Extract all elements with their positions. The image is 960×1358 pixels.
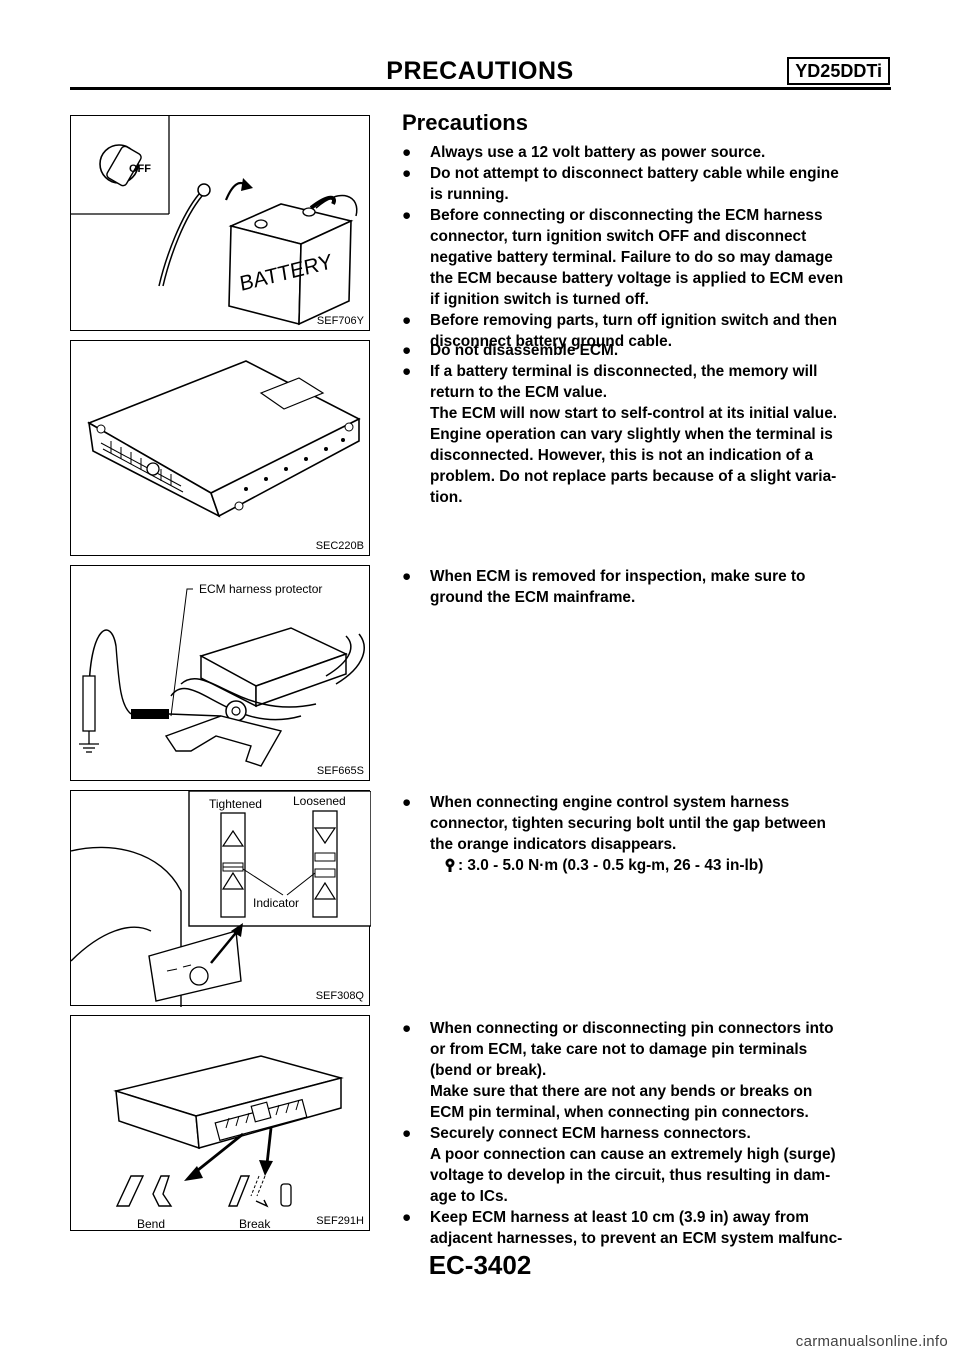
- bullet-item: ●Securely connect ECM harness connectors…: [402, 1125, 836, 1205]
- svg-text:OFF: OFF: [129, 163, 151, 175]
- watermark: carmanualsonline.info: [795, 1333, 948, 1350]
- bullet-item: ●Keep ECM harness at least 10 cm (3.9 in…: [402, 1209, 843, 1247]
- bullet-icon: ●: [402, 207, 412, 224]
- bullet-item: ●When ECM is removed for inspection, mak…: [402, 568, 806, 606]
- bullet-item: ●Always use a 12 volt battery as power s…: [402, 144, 766, 161]
- svg-text:ECM harness protector: ECM harness protector: [199, 582, 322, 596]
- bullet-icon: ●: [402, 312, 412, 329]
- bullet-item: ●Do not attempt to disconnect battery ca…: [402, 165, 839, 203]
- bullet-item: ●If a battery terminal is disconnected, …: [402, 363, 838, 506]
- bullet-icon: ●: [402, 1125, 412, 1142]
- svg-text:Bend: Bend: [137, 1217, 165, 1231]
- bullet-item: ●Do not disassemble ECM.: [402, 342, 619, 359]
- bullet-item: ●When connecting or disconnecting pin co…: [402, 1020, 834, 1121]
- figure-pin-terminals: Bend Break SEF291H: [70, 1015, 370, 1231]
- svg-text:Indicator: Indicator: [253, 896, 299, 910]
- bullet-icon: ●: [402, 1020, 412, 1037]
- header-rule: [70, 87, 891, 90]
- torque-wrench-icon: [442, 857, 458, 873]
- figure-code: SEC220B: [315, 540, 364, 552]
- precautions-group-3: ●When ECM is removed for inspection, mak…: [402, 566, 892, 608]
- precautions-group-5: ●When connecting or disconnecting pin co…: [402, 1018, 892, 1249]
- battery-illustration: OFF BATTERY: [71, 116, 358, 326]
- svg-text:Tightened: Tightened: [209, 797, 262, 811]
- torque-spec: : 3.0 - 5.0 N·m (0.3 - 0.5 kg-m, 26 - 43…: [402, 855, 892, 876]
- ecm-ground-illustration: ECM harness protector: [79, 582, 365, 767]
- figure-connector-indicator: Tightened Loosened Indicator SEF308Q: [70, 790, 371, 1007]
- bullet-icon: ●: [402, 342, 412, 359]
- figure-code: SEF665S: [316, 765, 364, 777]
- svg-text:Break: Break: [239, 1217, 271, 1231]
- pin-terminals-illustration: Bend Break: [113, 1055, 344, 1231]
- section-title: Precautions: [402, 110, 528, 135]
- figure-code: SEF308Q: [315, 990, 364, 1002]
- bullet-item: ●Before connecting or disconnecting the …: [402, 207, 844, 308]
- page-title: PRECAUTIONS: [386, 57, 574, 85]
- bullet-icon: ●: [402, 165, 412, 182]
- bullet-icon: ●: [402, 144, 412, 161]
- bullet-icon: ●: [402, 568, 412, 585]
- figure-battery: OFF BATTERY SEF706Y: [70, 115, 370, 331]
- page-number: EC-3402: [428, 1250, 532, 1280]
- bullet-item: ●Before removing parts, turn off ignitio…: [402, 312, 838, 350]
- page-header: PRECAUTIONS YD25DDTi: [70, 56, 890, 86]
- figure-code: SEF706Y: [316, 315, 364, 327]
- precautions-group-2: ●Do not disassemble ECM. ●If a battery t…: [402, 340, 892, 508]
- figure-ecm-ground: ECM harness protector SEF665S: [70, 565, 370, 781]
- model-badge: YD25DDTi: [787, 57, 890, 85]
- connector-indicator-illustration: Tightened Loosened Indicator: [71, 791, 371, 1007]
- precautions-group-1: ●Always use a 12 volt battery as power s…: [402, 142, 892, 352]
- bullet-item: ●When connecting engine control system h…: [402, 794, 826, 853]
- bullet-icon: ●: [402, 363, 412, 380]
- svg-text:Loosened: Loosened: [293, 794, 346, 808]
- bullet-icon: ●: [402, 794, 412, 811]
- bullet-icon: ●: [402, 1209, 412, 1226]
- precautions-group-4: ●When connecting engine control system h…: [402, 792, 892, 876]
- figure-ecm-unit: SEC220B: [70, 340, 370, 556]
- ecm-unit-illustration: [87, 360, 361, 518]
- figure-code: SEF291H: [316, 1215, 364, 1227]
